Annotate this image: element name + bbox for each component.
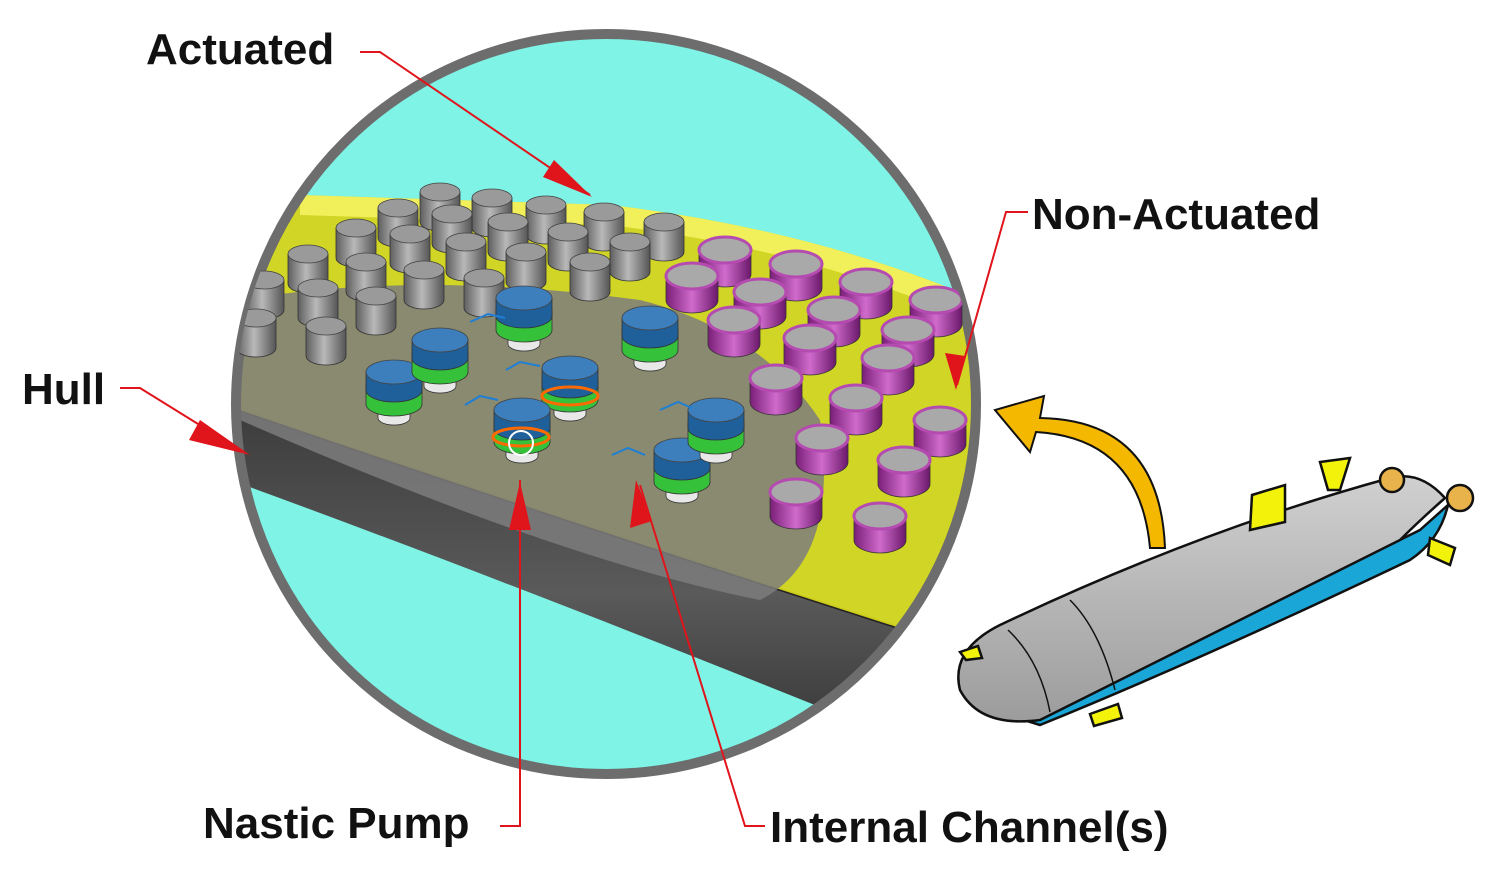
channel-pipe <box>469 312 506 323</box>
non-actuated-cup <box>852 501 908 554</box>
actuated-pin <box>609 232 651 282</box>
non-actuated-leader <box>956 211 1028 386</box>
non-actuated-cup <box>912 405 968 458</box>
submarine-hull <box>957 474 1447 723</box>
propeller-right <box>1445 483 1475 513</box>
actuated-pin <box>505 242 547 292</box>
pump-chamber <box>495 285 553 329</box>
actuated-pin <box>569 252 611 302</box>
pump-chamber <box>411 327 469 371</box>
nastic-pump-arrowhead <box>509 482 531 530</box>
non-actuated-cup <box>768 477 824 530</box>
label-hull: Hull <box>22 365 106 414</box>
non-actuated-cups <box>664 235 968 554</box>
leader-lines <box>120 51 1028 827</box>
hull-wall <box>236 405 976 774</box>
actuated-pin <box>463 268 505 318</box>
actuated-leader <box>360 51 591 196</box>
pump-stripe <box>491 426 551 448</box>
actuated-pin <box>355 286 397 336</box>
non-actuated-cup <box>706 305 762 358</box>
non-actuated-cup <box>664 261 720 314</box>
non-actuated-cup <box>782 323 838 376</box>
pointer-heads <box>189 160 965 530</box>
nastic-pump-leader <box>500 480 521 827</box>
label-internal-channels: Internal Channel(s) <box>770 803 1169 852</box>
propeller-left <box>1378 466 1406 494</box>
nastic-pumps <box>365 285 745 504</box>
label-non-actuated: Non-Actuated <box>1032 190 1321 239</box>
label-nastic-pump: Nastic Pump <box>203 799 470 848</box>
non-actuated-cup <box>748 363 804 416</box>
internal-channels <box>464 312 693 456</box>
magnifier-lens <box>231 29 981 779</box>
pump-chamber <box>687 397 745 441</box>
pump-chamber <box>493 397 551 441</box>
actuated-pin <box>236 308 277 358</box>
actuated-arrowhead <box>543 160 592 197</box>
bow-plane-lower <box>1088 702 1124 728</box>
lens-ring <box>231 29 981 779</box>
upper-fin <box>1318 456 1352 492</box>
channel-pipe <box>659 400 693 411</box>
pump-highlight-circle <box>508 430 534 456</box>
channel-pipe <box>505 360 541 371</box>
non-actuated-cup <box>794 423 850 476</box>
channel-arrowhead <box>630 480 652 528</box>
actuated-pin <box>643 212 685 262</box>
pump-stripe <box>540 385 600 407</box>
pump-chamber <box>365 359 423 403</box>
curved-arrow-icon <box>993 394 1167 549</box>
pump-chamber <box>541 355 599 399</box>
channel-pipe <box>464 394 499 406</box>
label-actuated: Actuated <box>146 25 335 74</box>
non-actuated-cup <box>876 445 932 498</box>
pump-chamber <box>621 305 679 349</box>
channel-leader <box>639 484 765 827</box>
submarine-icon <box>957 456 1475 728</box>
non-actuated-arrowhead <box>945 353 965 390</box>
sail-fin <box>1248 483 1287 532</box>
actuated-pin <box>305 316 347 366</box>
lower-fin <box>1426 536 1457 567</box>
non-actuated-cup <box>860 343 916 396</box>
hull-arrowhead <box>189 420 250 455</box>
actuated-pin <box>403 260 445 310</box>
channel-pipe <box>611 446 646 456</box>
bow-plane-upper <box>957 644 984 662</box>
